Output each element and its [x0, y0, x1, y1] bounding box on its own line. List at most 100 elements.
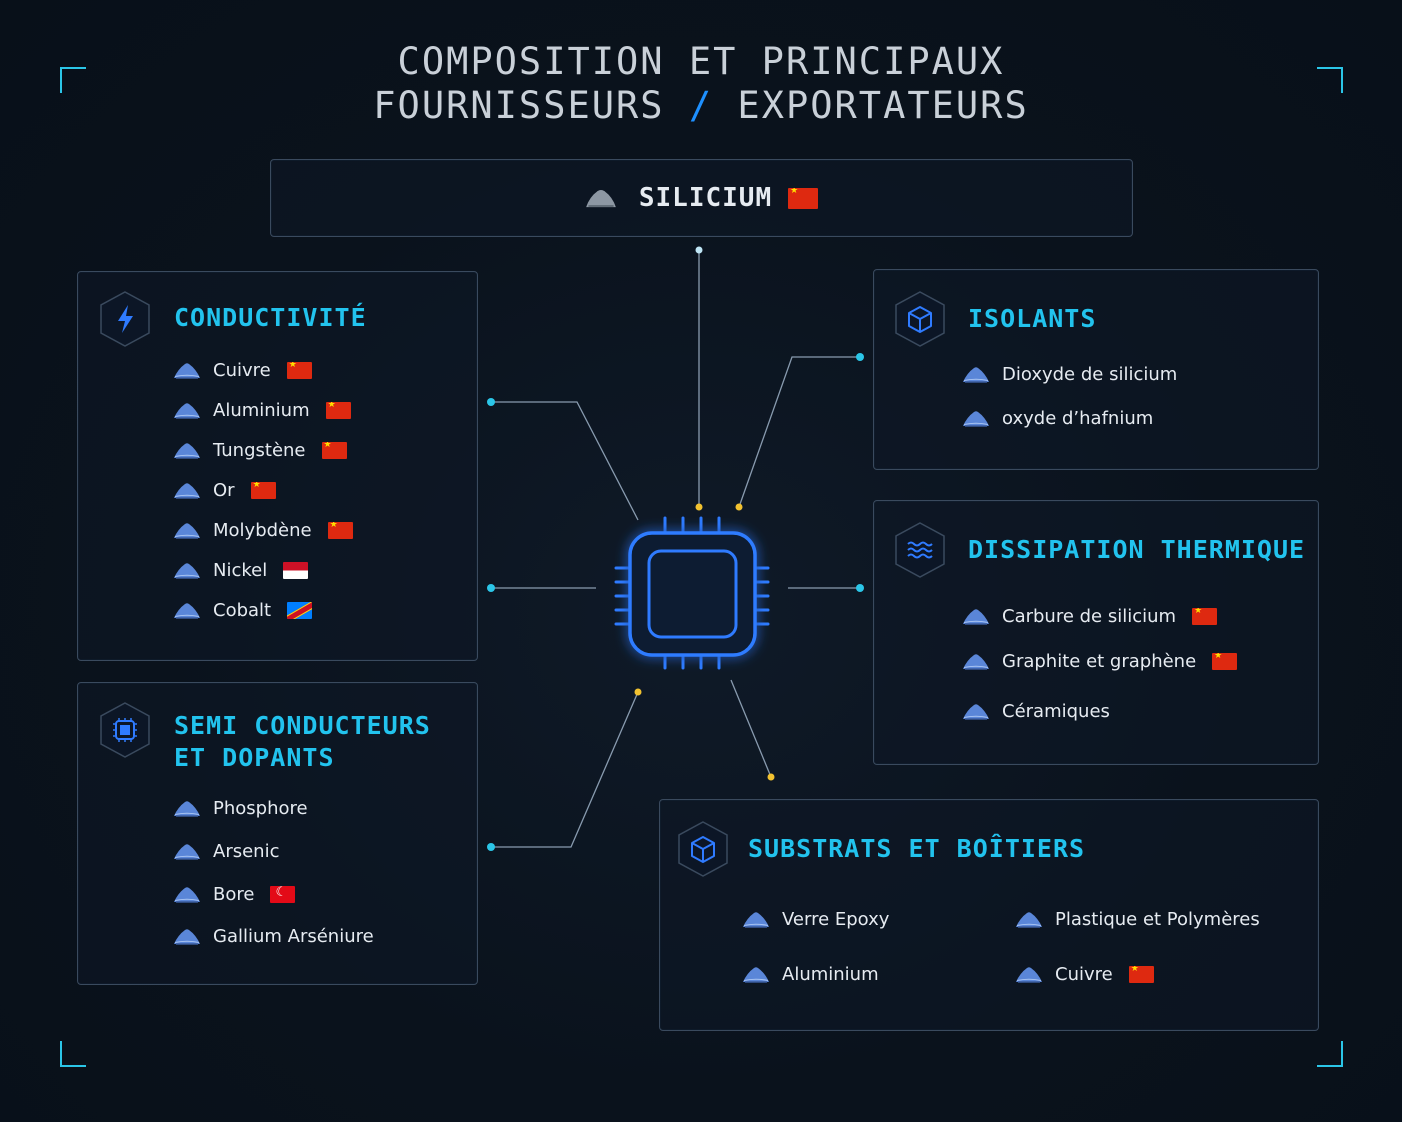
item-label: Céramiques [1002, 700, 1110, 722]
isolants-title: ISOLANTS [968, 304, 1097, 333]
list-item: Aluminium [173, 397, 351, 423]
list-item: Céramiques [962, 698, 1110, 724]
dot-silicium [695, 246, 703, 254]
item-label: Molybdène [213, 519, 312, 541]
cube-icon [895, 291, 945, 347]
flag-turkey-icon [270, 885, 296, 903]
material-pile-icon [174, 363, 200, 379]
dot-dissipation [856, 584, 864, 592]
title-line-1: COMPOSITION ET PRINCIPAUX [397, 40, 1005, 83]
flag-china-icon [321, 441, 347, 459]
material-pile-icon [743, 967, 769, 983]
flag-china-icon [286, 361, 312, 379]
list-item: Carbure de silicium [962, 603, 1218, 629]
conductivite-title: CONDUCTIVITÉ [174, 303, 367, 332]
conductivite-panel: CONDUCTIVITÉ CuivreAluminiumTungstèneOrM… [77, 271, 478, 661]
item-label: Verre Epoxy [782, 908, 890, 930]
page-title: COMPOSITION ET PRINCIPAUX FOURNISSEURS /… [0, 40, 1402, 128]
list-item: Arsenic [173, 838, 279, 864]
flag-china-icon [250, 481, 276, 499]
material-pile-icon [1016, 967, 1042, 983]
dot-chip-bottom-left [634, 688, 642, 696]
material-pile-icon [963, 704, 989, 720]
dot-conductivite-top [487, 398, 495, 406]
item-label: Dioxyde de silicium [1002, 363, 1178, 385]
list-item: Graphite et graphène [962, 648, 1238, 674]
flag-china-icon [1192, 607, 1218, 625]
dot-semi [487, 843, 495, 851]
flag-china-icon [325, 401, 351, 419]
waves-icon [895, 522, 945, 578]
dot-substrats [767, 773, 775, 781]
substrats-panel: SUBSTRATS ET BOÎTIERS Verre Epoxy Plastiq… [659, 799, 1319, 1031]
title-part-fournisseurs: FOURNISSEURS [373, 84, 665, 127]
material-pile-icon [963, 609, 989, 625]
title-slash: / [688, 84, 714, 127]
list-item: Molybdène [173, 517, 353, 543]
material-pile-icon [174, 483, 200, 499]
connector-isolants [738, 356, 860, 508]
semi-title-line-2: ET DOPANTS [174, 743, 335, 772]
flag-china-icon [1128, 965, 1154, 983]
dissipation-panel: DISSIPATION THERMIQUE Carbure de siliciu… [873, 500, 1319, 765]
material-pile-icon [174, 403, 200, 419]
material-pile-icon [963, 411, 989, 427]
silicium-panel: SILICIUM [270, 159, 1133, 237]
list-item: Gallium Arséniure [173, 923, 374, 949]
material-pile-icon [743, 912, 769, 928]
flag-indonesia-icon [283, 561, 309, 579]
item-label: Aluminium [213, 399, 310, 421]
material-pile-icon [963, 367, 989, 383]
list-item: Cuivre [173, 357, 312, 383]
silicium-label: SILICIUM [638, 183, 773, 213]
list-item: Bore [173, 881, 296, 907]
item-label: Bore [213, 883, 255, 905]
list-item: Dioxyde de silicium [962, 361, 1177, 387]
flag-china-icon [1212, 652, 1238, 670]
item-label: Gallium Arséniure [213, 925, 374, 947]
semi-title-line-1: SEMI CONDUCTEURS [174, 711, 431, 740]
item-label: Carbure de silicium [1002, 605, 1177, 627]
isolants-panel: ISOLANTS Dioxyde de silicium oxyde d’hafn… [873, 269, 1319, 470]
item-label: Cobalt [213, 599, 272, 621]
list-item: Nickel [173, 557, 309, 583]
corner-bracket-bottom-right [1317, 1041, 1343, 1067]
silicium-row: SILICIUM [271, 160, 1132, 236]
dot-conductivite-mid [487, 584, 495, 592]
material-pile-icon [586, 190, 616, 208]
dot-chip-top [695, 503, 703, 511]
substrats-title: SUBSTRATS ET BOÎTIERS [748, 834, 1086, 863]
material-pile-icon [174, 801, 200, 817]
title-part-exportateurs: EXPORTATEURS [737, 84, 1029, 127]
material-pile-icon [174, 523, 200, 539]
item-label: Tungstène [213, 439, 306, 461]
material-pile-icon [174, 603, 200, 619]
item-label: Arsenic [213, 840, 280, 862]
material-pile-icon [174, 887, 200, 903]
flag-china-icon [788, 187, 819, 209]
flag-dr-congo-icon [287, 601, 313, 619]
material-pile-icon [174, 929, 200, 945]
material-pile-icon [174, 844, 200, 860]
corner-bracket-top-left [60, 67, 86, 93]
item-label: Phosphore [213, 797, 308, 819]
list-item: Aluminium [742, 961, 879, 987]
material-pile-icon [963, 654, 989, 670]
material-pile-icon [174, 443, 200, 459]
item-label: Graphite et graphène [1002, 650, 1197, 672]
lightning-icon [100, 291, 150, 347]
item-label: Or [213, 479, 235, 501]
dot-chip-top-right [735, 503, 743, 511]
cube-icon [678, 821, 728, 877]
item-label: Cuivre [213, 359, 271, 381]
item-label: oxyde d’hafnium [1002, 407, 1154, 429]
item-label: Plastique et Polymères [1055, 908, 1260, 930]
material-pile-icon [174, 563, 200, 579]
list-item: Cuivre [1015, 961, 1154, 987]
connector-semi [491, 691, 639, 848]
connector-conductivite-top [491, 401, 639, 521]
corner-bracket-bottom-left [60, 1041, 86, 1067]
processor-chip-icon [614, 516, 770, 670]
